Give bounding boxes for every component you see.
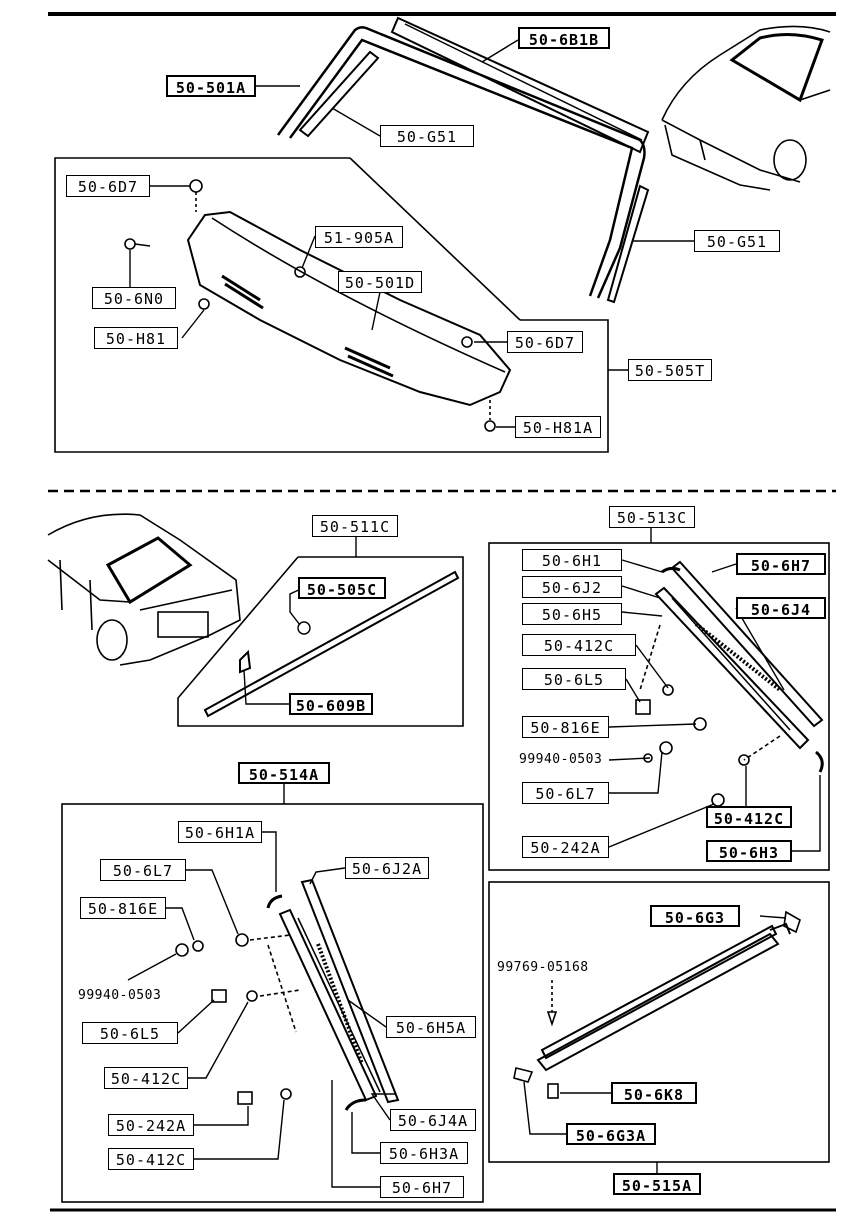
part-label-412C-a[interactable]: 50-412C [522, 634, 636, 656]
part-label-6L7-514[interactable]: 50-6L7 [100, 859, 186, 881]
part-label-412C-514b[interactable]: 50-412C [108, 1148, 194, 1170]
part-label-6H5A[interactable]: 50-6H5A [386, 1016, 476, 1038]
part-label-6H1A[interactable]: 50-6H1A [178, 821, 262, 843]
part-label-6H1[interactable]: 50-6H1 [522, 549, 622, 571]
part-label-6L5-514[interactable]: 50-6L5 [82, 1022, 178, 1044]
part-label-99940[interactable]: 99940-0503 [519, 752, 603, 767]
cowl-panel [186, 210, 512, 407]
part-label-6K8[interactable]: 50-6K8 [611, 1082, 697, 1104]
leaders-513C [608, 559, 821, 852]
roof-molding-514A [266, 878, 400, 1111]
cowl-group-frame [54, 157, 609, 453]
leaders-515A [523, 915, 787, 1135]
part-label-6H7[interactable]: 50-6H7 [736, 553, 826, 575]
part-label-412C-514a[interactable]: 50-412C [104, 1067, 188, 1089]
part-label-6G3A[interactable]: 50-6G3A [566, 1123, 656, 1145]
rear-molding [203, 570, 460, 718]
group-514A-frame [61, 803, 484, 1203]
group-515A-frame [488, 881, 830, 1163]
leaders-top [129, 39, 694, 428]
part-label-6D7-left[interactable]: 50-6D7 [66, 175, 150, 197]
part-label-505C[interactable]: 50-505C [298, 577, 386, 599]
part-label-99940-514[interactable]: 99940-0503 [78, 988, 162, 1003]
group-title-515A[interactable]: 50-515A [613, 1173, 701, 1195]
fasteners-top [124, 179, 496, 432]
part-label-6J2A[interactable]: 50-6J2A [345, 857, 429, 879]
part-label-505T[interactable]: 50-505T [628, 359, 712, 381]
part-label-501A[interactable]: 50-501A [166, 75, 256, 97]
part-label-816E[interactable]: 50-816E [522, 716, 609, 738]
part-label-242A[interactable]: 50-242A [522, 836, 609, 858]
roof-molding-513C [654, 560, 824, 773]
group-title-511C[interactable]: 50-511C [312, 515, 398, 537]
part-label-501D[interactable]: 50-501D [338, 271, 422, 293]
part-label-6L7[interactable]: 50-6L7 [522, 782, 609, 804]
part-label-6H3A[interactable]: 50-6H3A [380, 1142, 468, 1164]
part-label-816E-514[interactable]: 50-816E [80, 897, 166, 919]
part-label-905A[interactable]: 51-905A [315, 226, 403, 248]
car-sketch-rear [47, 513, 241, 666]
part-label-6H3[interactable]: 50-6H3 [706, 840, 792, 862]
part-label-H81A[interactable]: 50-H81A [515, 416, 601, 438]
fasteners-513C [635, 624, 781, 807]
leaders-514A [127, 831, 396, 1188]
car-sketch-front [661, 25, 831, 191]
rear-rail-515A [536, 922, 791, 1072]
part-label-6G3[interactable]: 50-6G3 [650, 905, 740, 927]
group-title-514A[interactable]: 50-514A [238, 762, 330, 784]
windshield-molding [276, 16, 650, 304]
part-label-6J2[interactable]: 50-6J2 [522, 576, 622, 598]
part-label-6H5[interactable]: 50-6H5 [522, 603, 622, 625]
part-label-99769[interactable]: 99769-05168 [497, 960, 589, 975]
part-label-6H7-514[interactable]: 50-6H7 [380, 1176, 464, 1198]
part-label-6L5[interactable]: 50-6L5 [522, 668, 626, 690]
group-511C-frame [177, 556, 464, 727]
part-label-G51-right[interactable]: 50-G51 [694, 230, 780, 252]
part-label-609B[interactable]: 50-609B [289, 693, 373, 715]
part-label-6J4A[interactable]: 50-6J4A [390, 1109, 476, 1131]
group-title-513C[interactable]: 50-513C [609, 506, 695, 528]
part-label-H81[interactable]: 50-H81 [94, 327, 178, 349]
part-label-6J4[interactable]: 50-6J4 [736, 597, 826, 619]
part-label-G51-upper[interactable]: 50-G51 [380, 125, 474, 147]
part-label-6D7-right[interactable]: 50-6D7 [507, 331, 583, 353]
part-label-242A-514[interactable]: 50-242A [108, 1114, 194, 1136]
fasteners-515A [513, 910, 801, 1099]
fasteners-514A [175, 933, 301, 1105]
part-label-412C-b[interactable]: 50-412C [706, 806, 792, 828]
part-label-6B1B[interactable]: 50-6B1B [518, 27, 610, 49]
leaders-511C [243, 587, 311, 705]
part-label-6N0[interactable]: 50-6N0 [92, 287, 176, 309]
group-513C-frame [488, 542, 830, 871]
